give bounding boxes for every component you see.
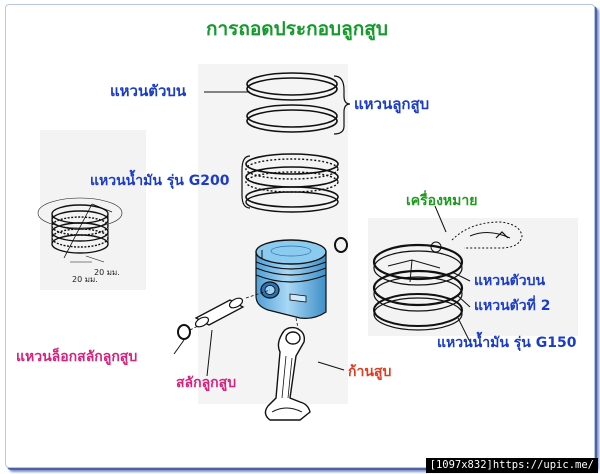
rings-bracket — [333, 75, 351, 135]
top-rings — [246, 72, 338, 133]
pin-lock-ring-right — [334, 237, 348, 253]
label-piston-pin: สลักลูกสูบ — [176, 375, 237, 391]
leader-lines — [173, 91, 471, 377]
image-host-watermark: [1097x832]https://upic.me/ — [425, 458, 598, 473]
label-piston-rings: แหวนลูกสูบ — [354, 95, 430, 113]
label-oil-ring-g150: แหวนน้ำมัน รุ่น G150 — [437, 335, 577, 351]
piston — [255, 239, 327, 319]
oil-ring-assembly — [245, 153, 339, 213]
label-oil-ring-g200: แหวนน้ำมัน รุ่น G200 — [90, 173, 230, 189]
inset-ring-detail — [37, 197, 123, 263]
inset-ring-marking — [372, 221, 523, 331]
label-top-ring: แหวนตัวบน — [110, 82, 187, 100]
oil-ring-bracket — [241, 155, 251, 209]
diagram-title: การถอดประกอบลูกสูบ — [206, 18, 388, 40]
label-top-ring-right: แหวนตัวบน — [474, 273, 546, 289]
connecting-rod — [264, 326, 311, 421]
piston-pin — [194, 297, 245, 328]
dimension-label-b: 20 มม. — [94, 268, 120, 277]
label-connecting-rod: ก้านสูบ — [348, 364, 392, 380]
label-second-ring: แหวนตัวที่ 2 — [474, 298, 551, 314]
label-pin-lock-ring: แหวนล็อกสลักลูกสูบ — [16, 349, 138, 365]
dimension-label-a: 20 มม. — [72, 275, 98, 284]
pin-lock-ring-left — [177, 324, 191, 340]
background-panels — [40, 64, 578, 404]
label-marking: เครื่องหมาย — [406, 193, 478, 209]
